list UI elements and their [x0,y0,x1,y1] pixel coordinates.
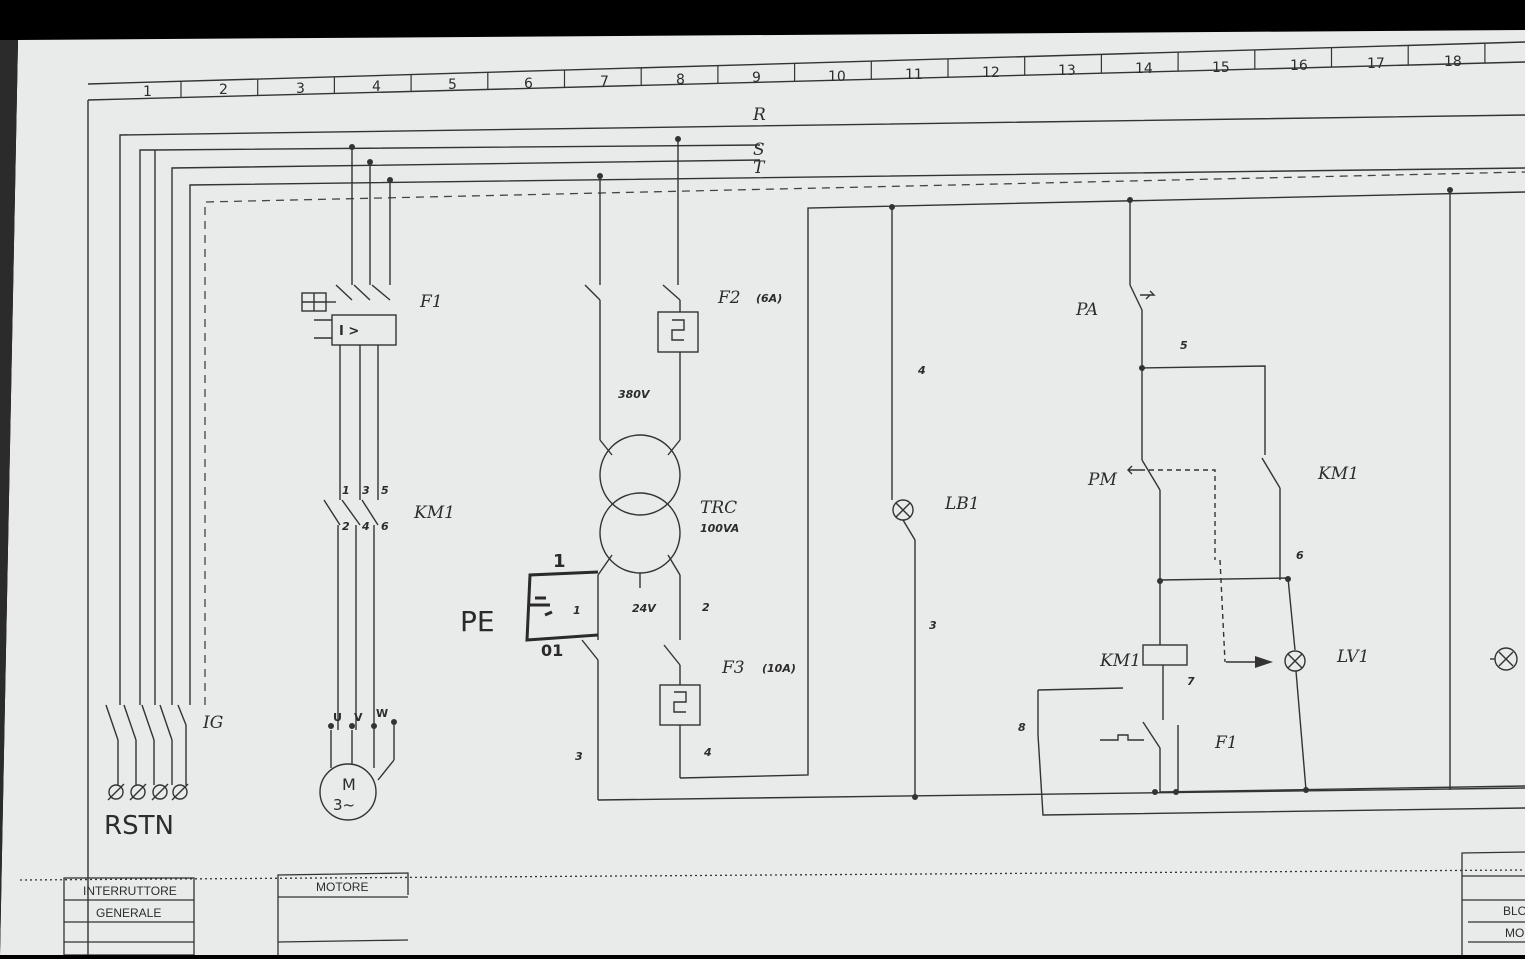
paper-edge-shadow [0,40,18,955]
control-dots [1127,187,1453,795]
f3-label: F3 [721,658,745,678]
grid-number: 12 [982,65,1000,81]
title-block [19,851,1525,956]
wire-6: 6 [1296,549,1304,562]
grid-labels: 1 2 3 4 5 6 7 8 9 10 11 12 13 14 15 16 1… [143,54,1462,100]
title-interruttore: INTERRUTTORE [83,884,177,898]
wire-1-trc: 1 [573,604,581,617]
transformer-branch [581,138,1525,801]
wire-4-lb: 4 [917,364,926,377]
terminal-u: U [333,711,342,724]
title-right-2: MO [1505,926,1524,940]
wire-4-f3: 4 [703,746,712,759]
grid-number: 16 [1290,58,1308,74]
grid-number: 3 [296,81,305,97]
wire-2-trc: 2 [702,601,710,614]
grid-dividers [180,43,1486,98]
pm-label: PM [1087,470,1117,490]
km1-contact-1: 1 [342,484,350,497]
grid-number: 10 [828,69,846,85]
grid-number: 6 [524,76,533,92]
transformer-dots [597,136,681,179]
lv1-label: LV1 [1336,647,1369,667]
pa-label: PA [1075,300,1098,320]
wire-7: 7 [1187,675,1195,688]
grid-number: 18 [1444,54,1462,70]
phase-t-line [171,159,761,705]
phase-s-line-a [139,144,761,705]
grid-number: 11 [905,67,923,83]
km1-contact-5: 5 [381,484,389,497]
title-right-1: BLO [1503,904,1525,918]
km1-contact-3: 3 [362,484,370,497]
control-circuit [1037,190,1525,816]
km1-contact-4: 4 [361,520,370,533]
motor-branch [301,145,397,821]
motor-phase-label: 3~ [333,796,355,814]
secondary-voltage: 24V [632,602,657,615]
grid-number: 13 [1058,63,1076,79]
trc-label: TRC [700,498,737,518]
grid-number: 9 [752,70,761,86]
ig-label: IG [202,713,223,733]
neutral-line [189,167,1525,705]
hand-drawn-earth [525,570,599,642]
motor-m-label: M [342,775,356,794]
f1-aux-label: F1 [1214,733,1238,753]
lv1-arrow [1255,656,1273,668]
grid-number: 17 [1367,56,1385,72]
km1-motor-label: KM1 [413,503,455,523]
km1-aux-label: KM1 [1317,464,1359,484]
handwritten-1: 1 [553,551,566,572]
terminal-w: W [376,707,388,720]
phase-lines [119,114,1525,705]
grid-number: 4 [372,79,381,95]
phase-t-label: T [753,158,766,178]
frame-top-line [87,41,1525,85]
title-generale: GENERALE [96,906,161,920]
km1-contact-2: 2 [342,520,350,533]
phase-r-line [119,114,1525,705]
wire-3-left: 3 [575,750,583,763]
handwritten-01: 01 [541,641,563,660]
lb1-branch [891,207,916,797]
ig-switch [105,704,189,801]
grid-number: 8 [676,72,685,88]
f1-label: F1 [419,292,443,312]
grid-number: 2 [219,82,228,98]
km1-contact-6: 6 [381,520,389,533]
wire-3-lb: 3 [929,619,937,632]
frame-grid-line [87,61,1525,101]
primary-voltage: 380V [618,388,651,401]
lb1-dots [889,204,918,800]
phase-r-label: R [752,105,766,125]
grid-number: 15 [1212,60,1230,76]
wire-5: 5 [1180,339,1188,352]
pe-handwritten-label: PE [460,605,495,638]
f2-rating: (6A) [756,292,782,305]
phase-s-label: S [753,140,765,160]
motor-dots [328,144,397,729]
grid-number: 7 [600,74,609,90]
km1-coil-label: KM1 [1099,651,1141,671]
grid-number: 1 [143,84,152,100]
grid-number: 5 [448,77,457,93]
f2-label: F2 [717,288,741,308]
title-motore: MOTORE [316,880,368,894]
lb1-label: LB1 [944,494,980,514]
f3-rating: (10A) [762,662,796,675]
wire-8: 8 [1018,721,1026,734]
trc-rating: 100VA [700,522,739,535]
terminal-v: V [354,711,363,724]
terminals-label: RSTN [104,811,174,841]
grid-number: 14 [1135,61,1153,77]
f1-overload-symbol: I > [339,324,359,339]
